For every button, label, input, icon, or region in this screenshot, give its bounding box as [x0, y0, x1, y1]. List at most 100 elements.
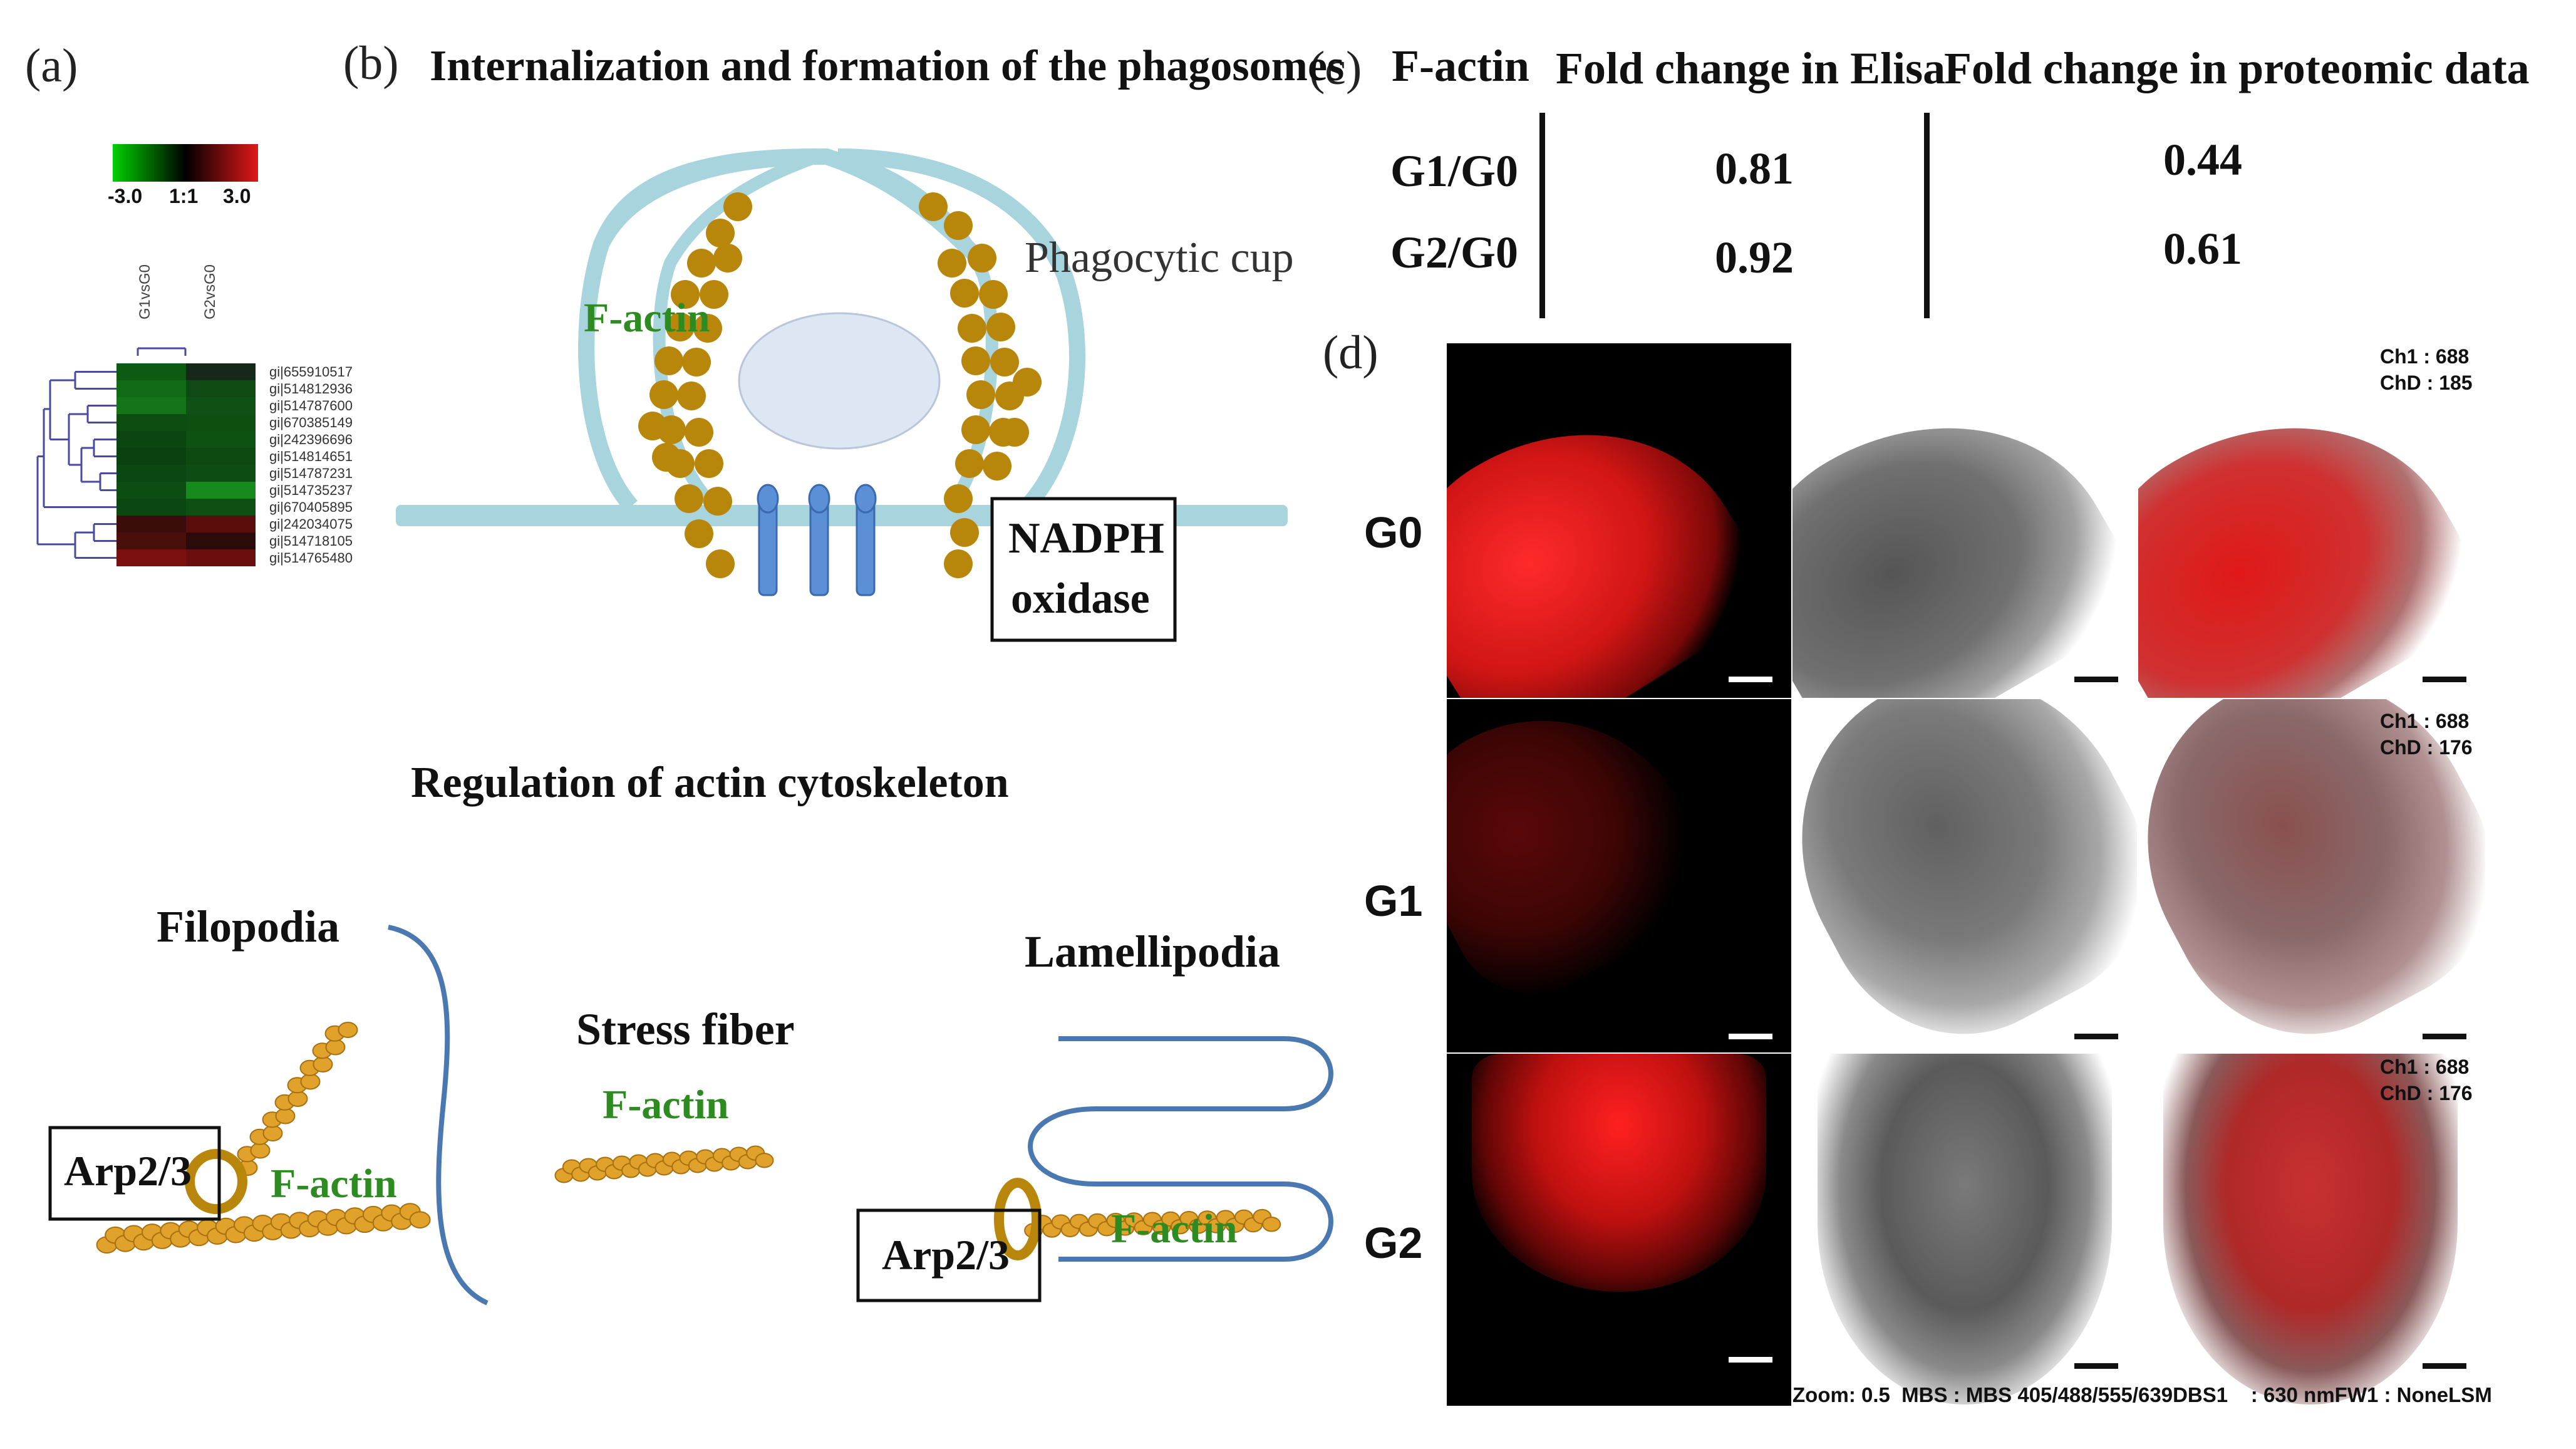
- heatmap-cell: [186, 397, 256, 414]
- proteomic-value-g2g0: 0.61: [2163, 224, 2242, 274]
- table-header-proteomic: Fold change in proteomic data: [1944, 43, 2530, 93]
- phagocytic-cup-outer-right: [837, 148, 1085, 512]
- gene-label: gi|655910517: [269, 364, 353, 380]
- row-label-g2: G2: [1364, 1218, 1423, 1267]
- f-actin-bead: [649, 380, 678, 409]
- actin-monomer: [287, 1090, 308, 1107]
- heatmap-row: [116, 414, 256, 431]
- actin-monomer: [313, 1056, 333, 1072]
- heatmap-row: [116, 549, 256, 566]
- lamellipodia-label: Lamellipodia: [1025, 927, 1281, 977]
- receptor-head: [854, 484, 877, 514]
- f-actin-bead: [685, 418, 713, 447]
- heatmap-cell: [116, 516, 186, 532]
- heatmap-cell: [186, 465, 256, 482]
- f-actin-bead: [706, 219, 735, 247]
- heatmap-row: [116, 532, 256, 549]
- f-actin-bead: [706, 549, 735, 578]
- heatmap-cell: [116, 482, 186, 499]
- gene-label: gi|242396696: [269, 432, 353, 447]
- microscope-settings-footer: Zoom: 0.5 MBS : MBS 405/488/555/639DBS1 …: [1792, 1383, 2492, 1406]
- f-actin-bead: [685, 519, 713, 548]
- scale-bar: [2423, 1363, 2466, 1369]
- phagocytic-cup-inner-right: [836, 150, 998, 510]
- gene-label: gi|514735237: [269, 482, 353, 498]
- actin-monomer: [1262, 1217, 1281, 1232]
- legend-label-mid: 1:1: [169, 185, 199, 207]
- legend-label-high: 3.0: [223, 185, 251, 207]
- phagosome-title: Internalization and formation of the pha…: [430, 42, 1345, 90]
- image-g2-fluorescence: [1447, 1054, 1791, 1406]
- actin-monomer: [275, 1108, 296, 1124]
- panel-label-b: (b): [343, 37, 399, 90]
- scale-bar: [2074, 1363, 2118, 1369]
- gene-label: gi|514718105: [269, 533, 353, 549]
- ch-info-g2-line2: ChD : 176: [2380, 1082, 2473, 1104]
- f-actin-bead: [961, 415, 990, 444]
- heatmap-row: [116, 448, 256, 465]
- actin-monomer: [338, 1021, 358, 1038]
- row-label-g1g0: G1/G0: [1390, 146, 1519, 196]
- row-label-g2g0: G2/G0: [1390, 227, 1519, 278]
- elisa-value-g2g0: 0.92: [1715, 232, 1794, 283]
- heatmap-cell: [116, 414, 186, 431]
- heatmap-cell: [186, 549, 256, 566]
- heatmap-row: [116, 482, 256, 499]
- filopodia-label: Filopodia: [157, 901, 340, 952]
- proteomic-value-g1g0: 0.44: [2163, 135, 2242, 185]
- arp23-label-lamellipodia: Arp2/3: [882, 1231, 1010, 1279]
- f-actin-bead: [638, 412, 667, 440]
- membrane-receptors: [757, 484, 877, 596]
- heatmap-cell: [186, 414, 256, 431]
- lamellipodia-membrane: [1028, 1036, 1333, 1262]
- f-actin-beads: [638, 192, 1042, 578]
- heatmap-cell: [116, 363, 186, 380]
- actin-monomer: [325, 1039, 346, 1056]
- phagosome-diagram: [396, 148, 1288, 642]
- actin-filaments: [96, 1021, 1281, 1254]
- ch-info-g0-line2: ChD : 185: [2380, 371, 2473, 394]
- heatmap-row: [116, 516, 256, 532]
- f-actin-bead: [961, 346, 990, 375]
- f-actin-bead: [693, 314, 722, 343]
- f-actin-bead: [1013, 368, 1042, 397]
- heatmap-cell: [116, 532, 186, 549]
- f-actin-bead: [966, 380, 995, 409]
- image-g0-brightfield: [1792, 343, 2137, 698]
- ch-info-g0-line1: Ch1 : 688: [2380, 345, 2470, 368]
- f-actin-bead: [950, 518, 979, 547]
- heatmap-cell: [116, 465, 186, 482]
- heatmap-cell: [116, 499, 186, 516]
- gene-label: gi|242034075: [269, 516, 353, 532]
- image-g0-fluorescence: [1447, 343, 1791, 698]
- f-actin-bead: [968, 244, 996, 273]
- f-actin-bead: [938, 249, 966, 278]
- filopodia-bracket: [388, 925, 489, 1306]
- f-actin-bead: [723, 192, 752, 221]
- f-actin-label-filopodia: F-actin: [271, 1161, 397, 1207]
- elisa-value-g1g0: 0.81: [1715, 143, 1794, 194]
- f-actin-bead: [986, 313, 1015, 341]
- table-divider-1: [1539, 113, 1545, 318]
- scale-bar: [2074, 677, 2118, 682]
- stress-fiber-label: Stress fiber: [576, 1004, 795, 1054]
- heatmap-cell: [186, 448, 256, 465]
- image-g1-fluorescence: [1447, 699, 1791, 1052]
- heatmap-row: [116, 499, 256, 516]
- heatmap-grid: [116, 363, 256, 566]
- f-actin-bead: [979, 280, 1008, 309]
- f-actin-bead: [671, 280, 700, 309]
- heatmap-cell: [186, 499, 256, 516]
- f-actin-bead: [695, 449, 723, 478]
- f-actin-bead: [682, 348, 711, 377]
- legend-label-low: -3.0: [108, 185, 143, 207]
- f-actin-bead: [675, 484, 703, 513]
- arp23-ring-lamellipodia: [994, 1178, 1042, 1260]
- f-actin-bead: [713, 244, 742, 273]
- nadph-oxidase-box: [990, 497, 1177, 642]
- oxidase-label: oxidase: [1011, 574, 1150, 623]
- heatmap-cell: [186, 516, 256, 532]
- image-g0-merged: Ch1 : 688 ChD : 185: [2138, 343, 2485, 698]
- phagocytic-cup-outer-left-arc: [578, 148, 818, 512]
